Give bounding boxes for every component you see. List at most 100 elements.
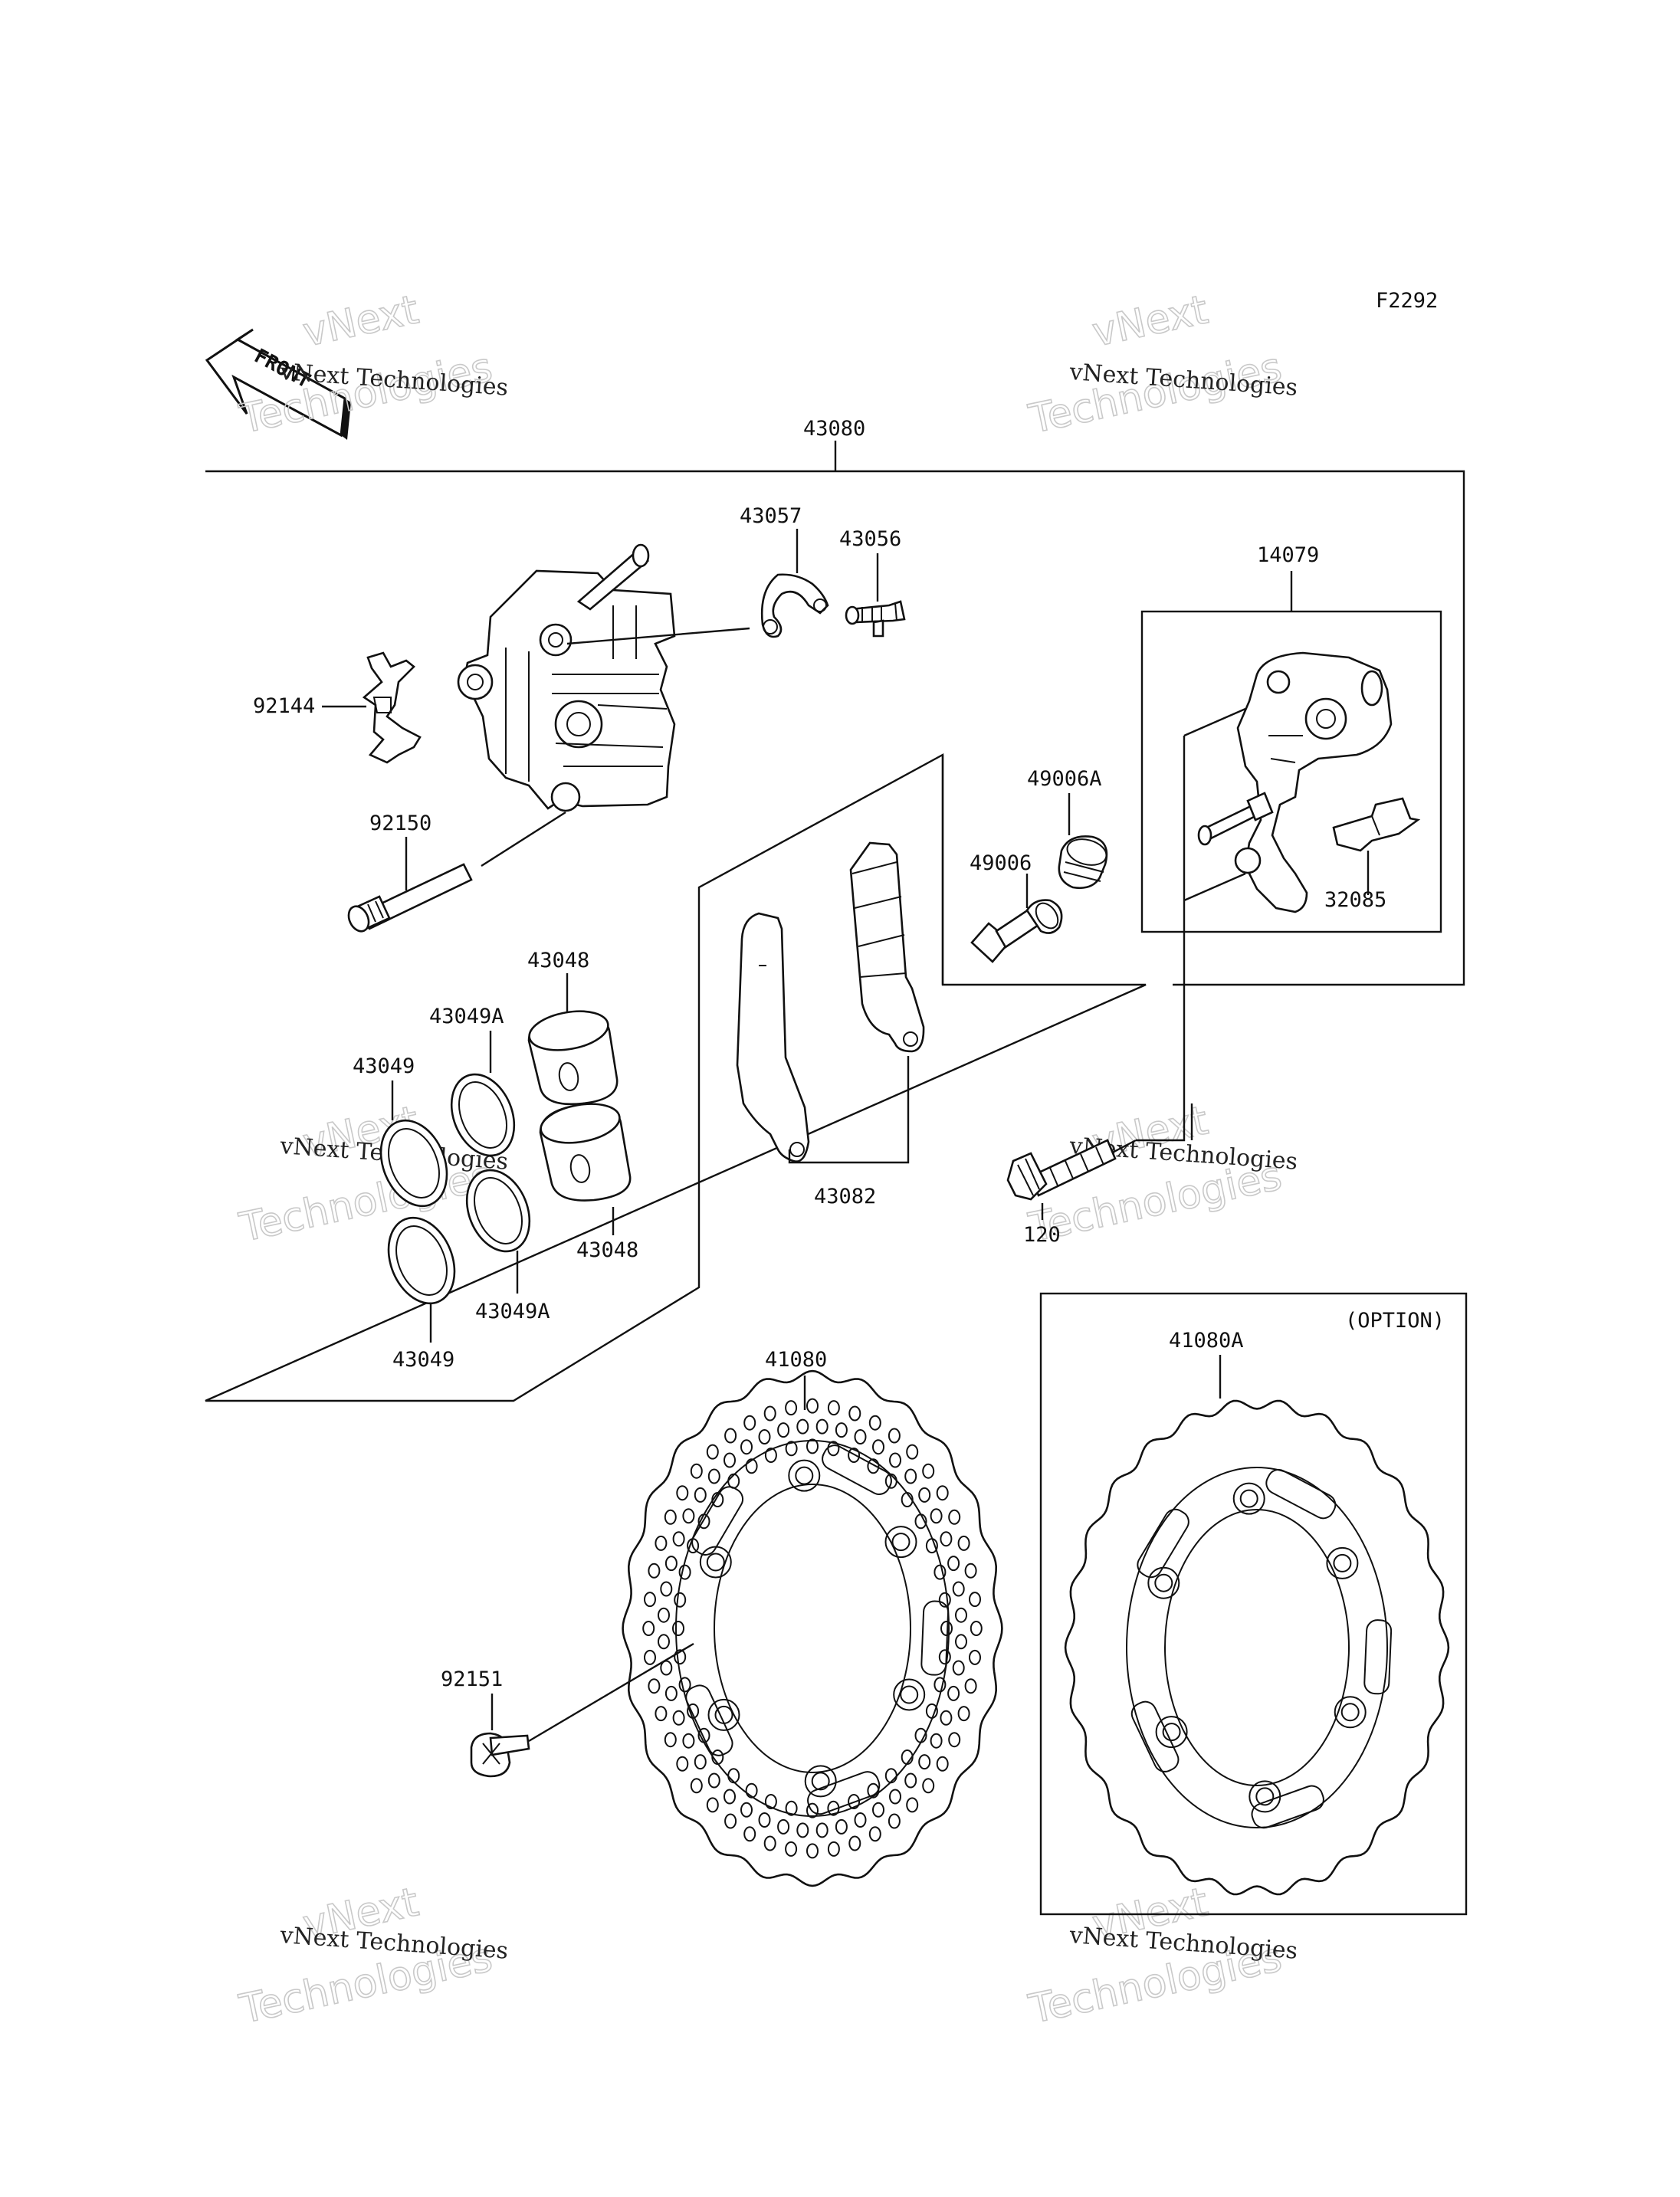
pin-plug <box>1058 835 1108 889</box>
caliper-bracket <box>1197 651 1393 913</box>
dust-seal-lower <box>387 1216 456 1305</box>
disc-vent-hole <box>745 1782 758 1799</box>
disc-vent-hole <box>918 1487 931 1503</box>
disc-vent-hole <box>740 1439 753 1455</box>
brake-pad-left <box>736 912 810 1162</box>
slide-pin <box>970 899 1063 963</box>
svg-text:vNext: vNext <box>1088 287 1212 356</box>
disc-vent-hole <box>694 1754 707 1770</box>
disc-slot <box>1130 1700 1180 1772</box>
label-43082: 43082 <box>814 1185 876 1208</box>
disc-vent-hole <box>955 1634 967 1650</box>
piston-seal-upper <box>450 1073 516 1157</box>
caliper-body <box>457 543 676 812</box>
disc-bolt-hole-inner <box>1162 1723 1181 1742</box>
disc-vent-hole <box>764 1448 777 1463</box>
disc-vent-hole <box>889 1452 901 1468</box>
disc-bolt-hole <box>893 1678 926 1711</box>
pad-retainer <box>1332 797 1421 852</box>
disc-vent-hole <box>724 1813 737 1829</box>
disc-bolt-hole <box>884 1526 917 1559</box>
caliper-clip <box>760 573 829 638</box>
label-43049A-upper: 43049A <box>429 1005 504 1028</box>
disc-vent-hole <box>658 1634 670 1650</box>
disc-slot <box>920 1600 950 1676</box>
pad-spring <box>362 651 422 764</box>
disc-vent-hole <box>889 1789 901 1805</box>
disc-vent-hole <box>835 1422 848 1438</box>
disc-vent-hole <box>868 1826 881 1842</box>
disc-bolt-hole <box>1147 1566 1180 1599</box>
disc-vent-hole <box>934 1564 947 1580</box>
disc-vent-hole <box>660 1660 673 1676</box>
disc-vent-hole <box>906 1797 919 1813</box>
label-92150: 92150 <box>369 812 431 835</box>
disc-bolt-hole-inner <box>1239 1489 1258 1508</box>
label-120: 120 <box>1023 1223 1061 1247</box>
label-43049A-lower: 43049A <box>475 1300 550 1323</box>
bleeder-valve <box>845 600 906 638</box>
disc-vent-hole <box>682 1508 695 1524</box>
disc-vent-hole <box>936 1485 949 1501</box>
disc-vent-hole <box>827 1841 840 1857</box>
disc-vent-hole <box>785 1400 798 1416</box>
disc-bolt-hole-inner <box>1340 1703 1360 1722</box>
disc-slot <box>807 1771 881 1815</box>
disc-vent-hole <box>938 1649 951 1665</box>
piston-upper <box>527 1010 619 1106</box>
disc-vent-hole <box>796 1418 809 1435</box>
svg-text:vNext: vNext <box>299 287 422 356</box>
disc-vent-hole <box>785 1441 798 1457</box>
watermark-bottom-right: vNext Technologies vNext Technologies <box>1024 1879 1298 2034</box>
disc-vent-hole <box>724 1452 736 1468</box>
disc-vent-hole <box>888 1428 901 1444</box>
disc-vent-hole <box>672 1710 685 1726</box>
option-label: (OPTION) <box>1345 1309 1445 1333</box>
disc-vent-hole <box>957 1535 970 1551</box>
disc-bolt-hole <box>1232 1482 1265 1515</box>
disc-slot <box>1265 1468 1337 1520</box>
disc-vent-hole <box>964 1562 977 1579</box>
disc-vent-hole <box>706 1797 719 1813</box>
disc-vent-hole <box>922 1778 935 1794</box>
disc-vent-hole <box>952 1660 965 1676</box>
disc-vent-hole <box>955 1607 967 1623</box>
disc-vent-hole <box>690 1778 703 1794</box>
disc-vent-hole <box>854 1429 867 1444</box>
disc-vent-hole <box>740 1802 753 1818</box>
disc-vent-hole <box>952 1581 965 1597</box>
disc-vent-hole <box>707 1772 720 1789</box>
mounting-bolt <box>1006 1139 1117 1201</box>
diagram-code: F2292 <box>1376 289 1438 313</box>
disc-vent-hole <box>644 1592 656 1608</box>
disc-vent-hole <box>777 1818 790 1835</box>
disc-vent-hole <box>655 1535 668 1551</box>
disc-vent-hole <box>940 1531 953 1547</box>
disc-bolt-hole-inner <box>1333 1553 1352 1572</box>
disc-vent-hole <box>672 1621 684 1636</box>
disc-vent-hole <box>806 1438 819 1454</box>
disc-vent-hole <box>930 1733 943 1749</box>
disc-slot <box>1363 1619 1393 1695</box>
disc-vent-hole <box>904 1772 917 1789</box>
disc-vent-hole <box>904 1468 917 1484</box>
disc-slot <box>685 1684 733 1756</box>
disc-vent-hole <box>964 1678 977 1694</box>
disc-vent-hole <box>947 1556 960 1572</box>
disc-vent-hole <box>678 1564 691 1580</box>
disc-vent-hole <box>957 1706 970 1722</box>
disc-vent-hole <box>758 1429 771 1444</box>
disc-vent-hole <box>806 1398 819 1414</box>
disc-vent-hole <box>743 1826 756 1842</box>
disc-vent-hole <box>868 1415 881 1431</box>
disc-vent-hole <box>970 1621 983 1636</box>
brake-disc-option <box>1064 1399 1450 1896</box>
disc-bolt-hole <box>788 1459 821 1492</box>
label-43056: 43056 <box>839 527 901 551</box>
disc-vent-hole <box>682 1733 695 1749</box>
disc-vent-hole <box>674 1592 687 1608</box>
disc-bolt-hole-inner <box>811 1772 830 1791</box>
brake-disc <box>622 1369 1003 1887</box>
disc-vent-hole <box>848 1835 861 1851</box>
